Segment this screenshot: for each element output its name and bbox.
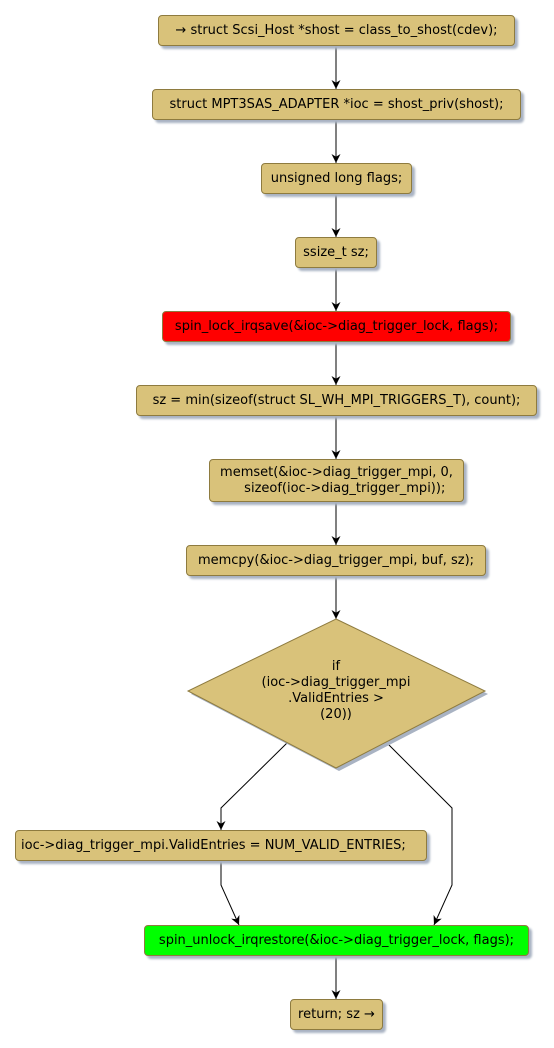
flow-node-flags: unsigned long flags; — [261, 163, 412, 194]
edge-decision-true — [216, 742, 288, 830]
flow-node-memset: memset(&ioc->diag_trigger_mpi, 0, sizeof… — [209, 459, 464, 502]
edge-decision-false — [386, 742, 453, 926]
flow-node-entry: → struct Scsi_Host *shost = class_to_sho… — [158, 15, 515, 46]
edge-n9-n10 — [220, 861, 240, 926]
decision-label: if (ioc->diag_trigger_mpi .ValidEntries … — [261, 659, 411, 722]
flow-node-spin-lock: spin_lock_irqsave(&ioc->diag_trigger_loc… — [162, 311, 511, 342]
flow-node-sz: ssize_t sz; — [295, 237, 377, 268]
flow-node-sz-min: sz = min(sizeof(struct SL_WH_MPI_TRIGGER… — [136, 385, 537, 416]
flow-node-return: return; sz → — [290, 999, 383, 1030]
flow-node-memcpy: memcpy(&ioc->diag_trigger_mpi, buf, sz); — [186, 545, 486, 576]
flow-node-ioc: struct MPT3SAS_ADAPTER *ioc = shost_priv… — [152, 89, 521, 120]
flow-node-valid-entries: ioc->diag_trigger_mpi.ValidEntries = NUM… — [15, 830, 427, 861]
flow-node-spin-unlock: spin_unlock_irqrestore(&ioc->diag_trigge… — [144, 925, 529, 956]
decision-diamond — [186, 618, 487, 769]
